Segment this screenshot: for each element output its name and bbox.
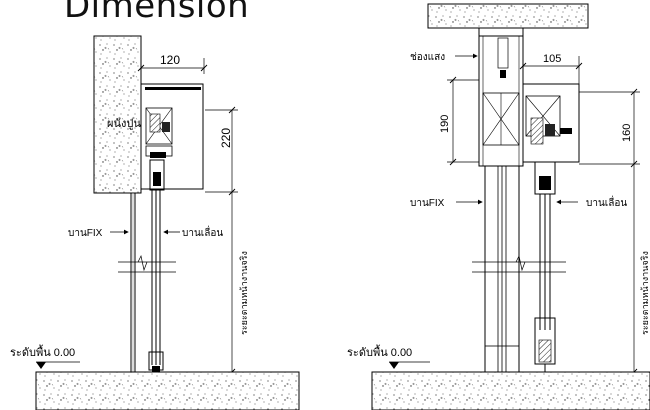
right-sliding-label: บานเลื่อน bbox=[586, 195, 627, 209]
right-opening-label: ช่องแสง bbox=[410, 52, 445, 63]
right-fix-label: บานFIX bbox=[410, 198, 445, 209]
left-dim-top: 120 bbox=[160, 53, 180, 67]
right-dim-top: 105 bbox=[543, 53, 561, 65]
right-level-marker bbox=[389, 362, 399, 369]
right-floor-slab bbox=[371, 371, 650, 410]
left-floor-slab bbox=[35, 371, 300, 410]
left-sliding-panel bbox=[148, 159, 165, 382]
left-level-marker bbox=[36, 362, 46, 369]
left-detail bbox=[35, 35, 300, 410]
right-ceiling-slab bbox=[427, 3, 589, 29]
right-detail bbox=[371, 3, 650, 410]
right-dim-right: 160 bbox=[621, 124, 633, 142]
left-wall-label: ผนังปูน bbox=[107, 118, 141, 130]
left-header-track bbox=[140, 83, 204, 190]
left-floor-label: ระดับพื้น 0.00 bbox=[10, 344, 75, 359]
page-title: Dimension bbox=[64, 0, 250, 26]
left-sliding-label: บานเลื่อน bbox=[182, 225, 223, 239]
right-dim-left: 190 bbox=[439, 115, 451, 133]
right-height-label: ระยะตามหน้างานจริง bbox=[640, 251, 650, 335]
right-floor-label: ระดับพื้น 0.00 bbox=[347, 344, 412, 359]
left-break-line bbox=[118, 254, 176, 273]
left-height-label: ระยะตามหน้างานจริง bbox=[239, 251, 249, 335]
left-fixed-panel bbox=[130, 193, 136, 372]
left-fix-label: บานFIX bbox=[68, 228, 103, 239]
left-concrete-wall bbox=[93, 35, 142, 194]
right-sliding-panel bbox=[534, 161, 556, 380]
right-break-line bbox=[472, 254, 566, 273]
right-fixed-panel bbox=[484, 165, 520, 373]
left-dim-side: 220 bbox=[219, 128, 233, 148]
